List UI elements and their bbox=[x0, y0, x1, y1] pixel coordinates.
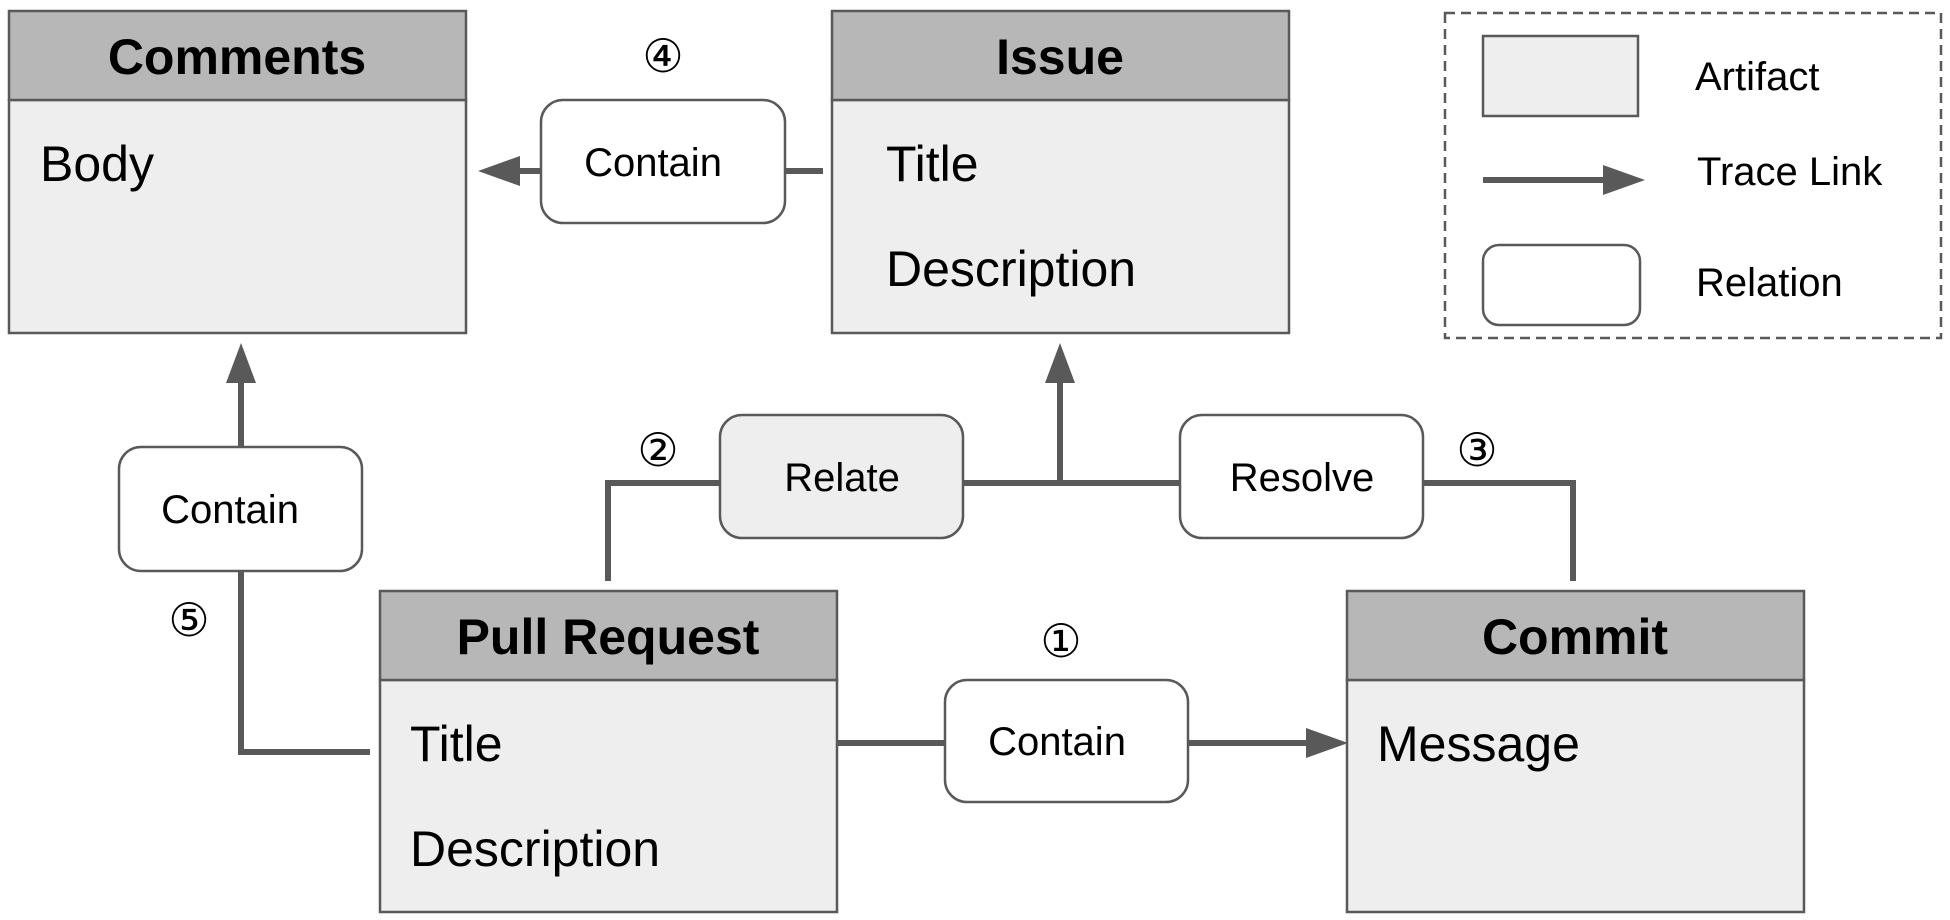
link-pullrequest-to-commit bbox=[838, 728, 1348, 758]
relation-5-label: Contain bbox=[161, 488, 299, 532]
artifact-issue-attr-description: Description bbox=[886, 241, 1136, 297]
artifact-issue-title: Issue bbox=[996, 29, 1124, 85]
artifact-comments-title: Comments bbox=[108, 29, 366, 85]
relation-3-label: Resolve bbox=[1230, 456, 1375, 500]
link-pullrequest-to-comments bbox=[226, 343, 370, 755]
relation-4-number: ④ bbox=[642, 29, 683, 83]
legend-artifact-swatch bbox=[1481, 34, 1640, 118]
link-issue-to-comments bbox=[478, 156, 823, 186]
artifact-comments-attr-body: Body bbox=[40, 136, 154, 192]
artifact-commit-title: Commit bbox=[1482, 609, 1668, 665]
relation-2-label: Relate bbox=[784, 456, 900, 500]
artifact-pull-request-title: Pull Request bbox=[457, 609, 760, 665]
artifact-commit: Commit Message bbox=[1345, 589, 1806, 914]
relation-4: Contain ④ bbox=[539, 29, 787, 225]
artifact-issue-attr-title: Title bbox=[886, 136, 979, 192]
legend-trace-link-label: Trace Link bbox=[1697, 150, 1883, 194]
relation-4-label: Contain bbox=[584, 141, 722, 185]
relation-5: Contain ⑤ bbox=[117, 445, 364, 647]
artifact-commit-attr-message: Message bbox=[1377, 716, 1580, 772]
legend-relation-swatch bbox=[1481, 243, 1642, 327]
relation-1-label: Contain bbox=[988, 720, 1126, 764]
artifact-pull-request-attr-description: Description bbox=[410, 821, 660, 877]
legend-artifact-label: Artifact bbox=[1695, 55, 1819, 99]
legend-relation-label: Relation bbox=[1696, 261, 1843, 305]
relation-2: Relate ② bbox=[637, 413, 965, 540]
relation-1-number: ① bbox=[1040, 614, 1081, 668]
artifact-pull-request: Pull Request Title Description bbox=[378, 589, 839, 914]
artifact-issue: Issue Title Description bbox=[830, 9, 1291, 335]
relation-5-number: ⑤ bbox=[168, 593, 209, 647]
relation-3-number: ③ bbox=[1456, 423, 1497, 477]
relation-2-number: ② bbox=[637, 423, 678, 477]
link-pullrequest-commit-to-issue bbox=[605, 343, 1576, 581]
artifact-pull-request-attr-title: Title bbox=[410, 716, 503, 772]
legend-trace-link-arrowhead bbox=[1603, 165, 1645, 195]
relation-1: Contain ① bbox=[943, 614, 1190, 804]
legend: Artifact Trace Link Relation bbox=[1443, 11, 1943, 340]
relation-3: Resolve ③ bbox=[1178, 413, 1498, 540]
artifact-comments: Comments Body bbox=[7, 9, 468, 335]
